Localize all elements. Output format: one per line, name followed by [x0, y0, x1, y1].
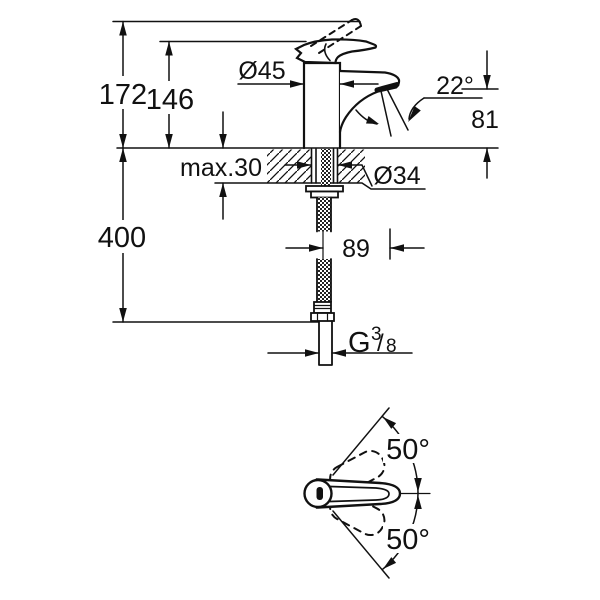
- svg-text:/: /: [377, 330, 384, 357]
- label-body-height: 146: [146, 84, 194, 116]
- hose-nut: [310, 312, 335, 322]
- faucet-body: [302, 61, 342, 150]
- shank-and-hoses: [305, 148, 344, 366]
- label-hole-diameter: Ø34: [373, 162, 420, 190]
- svg-text:3: 3: [371, 324, 382, 345]
- dimension-lines: [122, 20, 488, 354]
- hose-ferrule: [313, 301, 332, 314]
- handle-knob-dot: [316, 487, 323, 500]
- mounting-nut: [310, 190, 339, 199]
- label-outlet-height: 81: [471, 106, 499, 134]
- label-deck-thickness: max.30: [180, 154, 262, 182]
- handle-lever-inner: [329, 485, 390, 503]
- handle-plan: [303, 478, 402, 509]
- arrowheads: [119, 21, 491, 357]
- dimension-labels: 172 146 max.30 Ø45 22° 81 Ø34 400 89 G 3…: [98, 57, 499, 359]
- faucet-outline: [293, 18, 425, 150]
- faucet-lever: [293, 38, 378, 65]
- label-projection: 89: [342, 235, 370, 263]
- angle-text-masks: [383, 434, 434, 553]
- label-swivel-upper: 50°: [386, 434, 430, 466]
- connection-tube: [318, 320, 333, 366]
- lever-raised-dashed: [310, 18, 362, 54]
- svg-text:8: 8: [386, 336, 397, 357]
- text-masks: [98, 76, 193, 253]
- top-view: 50° 50°: [303, 407, 434, 579]
- angle-arrowheads: [383, 417, 422, 569]
- label-body-diameter: Ø45: [238, 57, 285, 85]
- label-thread-size: G 3 / 8: [348, 324, 397, 359]
- label-swivel-lower: 50°: [386, 524, 430, 556]
- label-spout-angle: 22°: [436, 72, 474, 100]
- label-total-height: 172: [99, 79, 147, 111]
- svg-text:G: G: [348, 327, 371, 359]
- front-view: 172 146 max.30 Ø45 22° 81 Ø34 400 89 G 3…: [98, 18, 499, 366]
- lever-detail-line: [323, 43, 331, 62]
- reference-lines: [112, 20, 499, 323]
- label-hose-length: 400: [98, 222, 146, 254]
- aerator: [374, 82, 400, 93]
